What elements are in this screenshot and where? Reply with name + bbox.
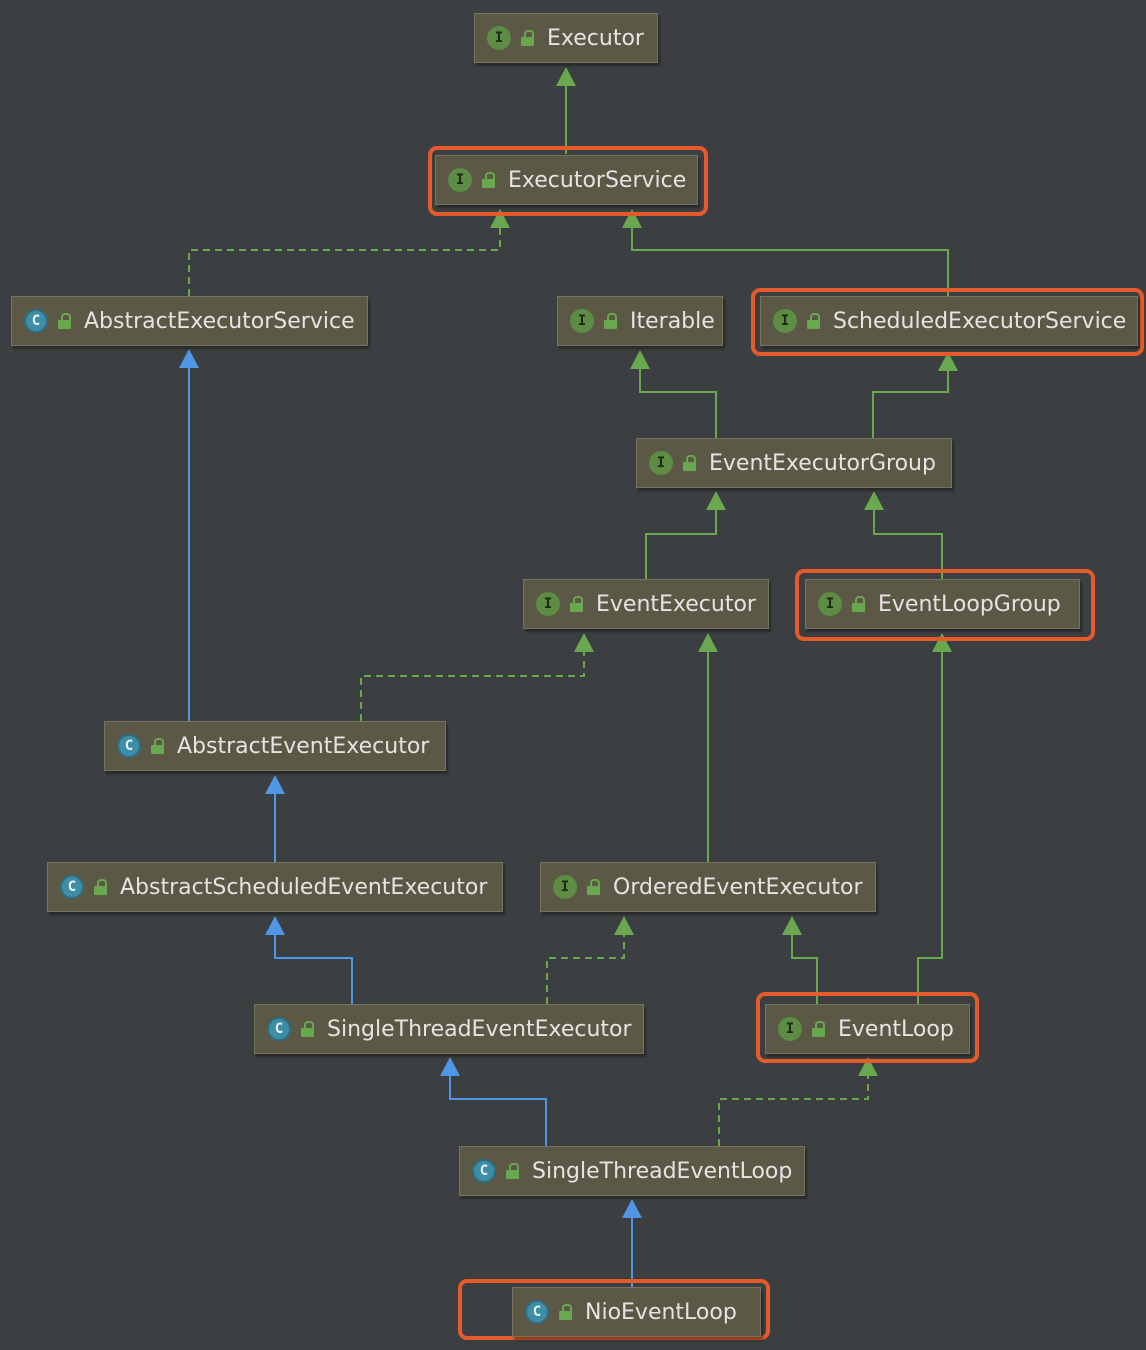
arrowhead-singlethreadeventexecutor-to-abstractscheduledeventexecutor bbox=[265, 916, 285, 935]
class-icon: C bbox=[472, 1159, 496, 1183]
node-eventloop[interactable]: I EventLoop bbox=[765, 1004, 970, 1054]
edge-eventexecutor-to-eventexecutorgroup bbox=[645, 508, 717, 579]
interface-icon: I bbox=[649, 451, 673, 475]
node-label: AbstractExecutorService bbox=[84, 308, 355, 334]
arrowhead-singlethreadeventloop-to-eventloop bbox=[858, 1057, 878, 1076]
node-eventloopgroup[interactable]: I EventLoopGroup bbox=[805, 579, 1080, 629]
edge-eventloopgroup-to-eventexecutorgroup bbox=[873, 508, 943, 579]
node-label: EventLoopGroup bbox=[878, 591, 1061, 617]
class-icon: C bbox=[60, 875, 84, 899]
interface-icon: I bbox=[448, 168, 472, 192]
interface-icon: I bbox=[570, 309, 594, 333]
node-label: SingleThreadEventLoop bbox=[532, 1158, 793, 1184]
node-label: ScheduledExecutorService bbox=[833, 308, 1127, 334]
node-executorservice[interactable]: I ExecutorService bbox=[435, 155, 698, 205]
node-singlethreadeventexecutor[interactable]: C SingleThreadEventExecutor bbox=[254, 1004, 644, 1054]
node-label: NioEventLoop bbox=[585, 1299, 737, 1325]
arrowhead-eventloopgroup-to-eventexecutorgroup bbox=[864, 491, 884, 510]
public-access-icon bbox=[559, 1304, 573, 1320]
public-access-icon bbox=[570, 596, 584, 612]
highlight-frame-eventloop bbox=[756, 992, 979, 1063]
edge-eventloop-to-orderedeventexecutor bbox=[791, 933, 818, 1004]
edge-abstracteventexecutor-to-eventexecutor bbox=[360, 650, 585, 721]
arrowhead-eventloop-to-eventloopgroup bbox=[932, 633, 952, 652]
node-label: Executor bbox=[547, 25, 644, 51]
node-orderedeventexecutor[interactable]: I OrderedEventExecutor bbox=[540, 862, 876, 912]
node-label: SingleThreadEventExecutor bbox=[327, 1016, 632, 1042]
arrowhead-singlethreadeventloop-to-singlethreadeventexecutor bbox=[440, 1057, 460, 1076]
class-icon: C bbox=[267, 1017, 291, 1041]
arrowhead-scheduledexecutorservice-to-executorservice bbox=[622, 209, 642, 228]
interface-icon: I bbox=[773, 309, 797, 333]
arrowhead-eventexecutorgroup-to-iterable bbox=[630, 350, 650, 369]
public-access-icon bbox=[301, 1021, 315, 1037]
node-abstracteventexecutor[interactable]: C AbstractEventExecutor bbox=[104, 721, 446, 771]
edge-singlethreadeventexecutor-to-abstractscheduledeventexecutor bbox=[274, 933, 353, 1004]
public-access-icon bbox=[852, 596, 866, 612]
node-label: EventExecutor bbox=[596, 591, 756, 617]
arrowhead-eventexecutor-to-eventexecutorgroup bbox=[706, 491, 726, 510]
highlight-frame-nioeventloop bbox=[458, 1279, 770, 1340]
arrowhead-abstractexecutorservice-to-executorservice bbox=[490, 209, 510, 228]
node-nioeventloop[interactable]: C NioEventLoop bbox=[512, 1287, 761, 1337]
public-access-icon bbox=[94, 879, 108, 895]
interface-icon: I bbox=[487, 26, 511, 50]
node-eventexecutorgroup[interactable]: I EventExecutorGroup bbox=[636, 438, 952, 488]
node-singlethreadeventloop[interactable]: C SingleThreadEventLoop bbox=[459, 1146, 805, 1196]
interface-icon: I bbox=[553, 875, 577, 899]
arrowhead-nioeventloop-to-singlethreadeventloop bbox=[622, 1199, 642, 1218]
interface-icon: I bbox=[818, 592, 842, 616]
edge-eventloop-to-eventloopgroup bbox=[917, 650, 943, 1004]
public-access-icon bbox=[482, 172, 496, 188]
node-label: ExecutorService bbox=[508, 167, 687, 193]
node-executor[interactable]: I Executor bbox=[474, 13, 658, 63]
highlight-frame-scheduledexecutorservice bbox=[751, 288, 1144, 356]
node-label: AbstractScheduledEventExecutor bbox=[120, 874, 488, 900]
public-access-icon bbox=[604, 313, 618, 329]
edge-abstractexecutorservice-to-executorservice bbox=[188, 226, 501, 296]
edge-singlethreadeventexecutor-to-orderedeventexecutor bbox=[546, 933, 625, 1004]
public-access-icon bbox=[683, 455, 697, 471]
public-access-icon bbox=[151, 738, 165, 754]
node-label: OrderedEventExecutor bbox=[613, 874, 863, 900]
class-icon: C bbox=[24, 309, 48, 333]
arrowhead-executorservice-to-executor bbox=[556, 67, 576, 86]
arrowhead-abstracteventexecutor-to-eventexecutor bbox=[574, 633, 594, 652]
class-icon: C bbox=[117, 734, 141, 758]
highlight-frame-eventloopgroup bbox=[795, 569, 1095, 641]
node-abstractscheduledeventexecutor[interactable]: C AbstractScheduledEventExecutor bbox=[47, 862, 503, 912]
node-label: EventExecutorGroup bbox=[709, 450, 936, 476]
highlight-frame-executorservice bbox=[428, 146, 708, 216]
arrowhead-eventexecutorgroup-to-scheduledexecutorservice bbox=[938, 352, 958, 371]
node-abstractexecutorservice[interactable]: C AbstractExecutorService bbox=[11, 296, 368, 346]
public-access-icon bbox=[587, 879, 601, 895]
edge-eventexecutorgroup-to-iterable bbox=[639, 367, 717, 438]
node-iterable[interactable]: I Iterable bbox=[557, 296, 723, 346]
edge-singlethreadeventloop-to-eventloop bbox=[718, 1074, 869, 1146]
public-access-icon bbox=[812, 1021, 826, 1037]
node-scheduledexecutorservice[interactable]: I ScheduledExecutorService bbox=[760, 296, 1138, 346]
interface-icon: I bbox=[536, 592, 560, 616]
edge-eventexecutorgroup-to-scheduledexecutorservice bbox=[872, 369, 949, 438]
public-access-icon bbox=[506, 1163, 520, 1179]
arrowhead-singlethreadeventexecutor-to-orderedeventexecutor bbox=[614, 916, 634, 935]
node-eventexecutor[interactable]: I EventExecutor bbox=[523, 579, 769, 629]
public-access-icon bbox=[807, 313, 821, 329]
edge-scheduledexecutorservice-to-executorservice bbox=[631, 226, 949, 296]
arrowhead-eventloop-to-orderedeventexecutor bbox=[782, 916, 802, 935]
public-access-icon bbox=[521, 30, 535, 46]
edge-singlethreadeventloop-to-singlethreadeventexecutor bbox=[449, 1074, 547, 1146]
arrowhead-abstracteventexecutor-to-abstractexecutorservice bbox=[179, 349, 199, 368]
public-access-icon bbox=[58, 313, 72, 329]
arrowhead-orderedeventexecutor-to-eventexecutor bbox=[698, 633, 718, 652]
node-label: EventLoop bbox=[838, 1016, 954, 1042]
node-label: AbstractEventExecutor bbox=[177, 733, 430, 759]
class-icon: C bbox=[525, 1300, 549, 1324]
interface-icon: I bbox=[778, 1017, 802, 1041]
node-label: Iterable bbox=[630, 308, 715, 334]
arrowhead-abstractscheduledeventexecutor-to-abstracteventexecutor bbox=[265, 775, 285, 794]
